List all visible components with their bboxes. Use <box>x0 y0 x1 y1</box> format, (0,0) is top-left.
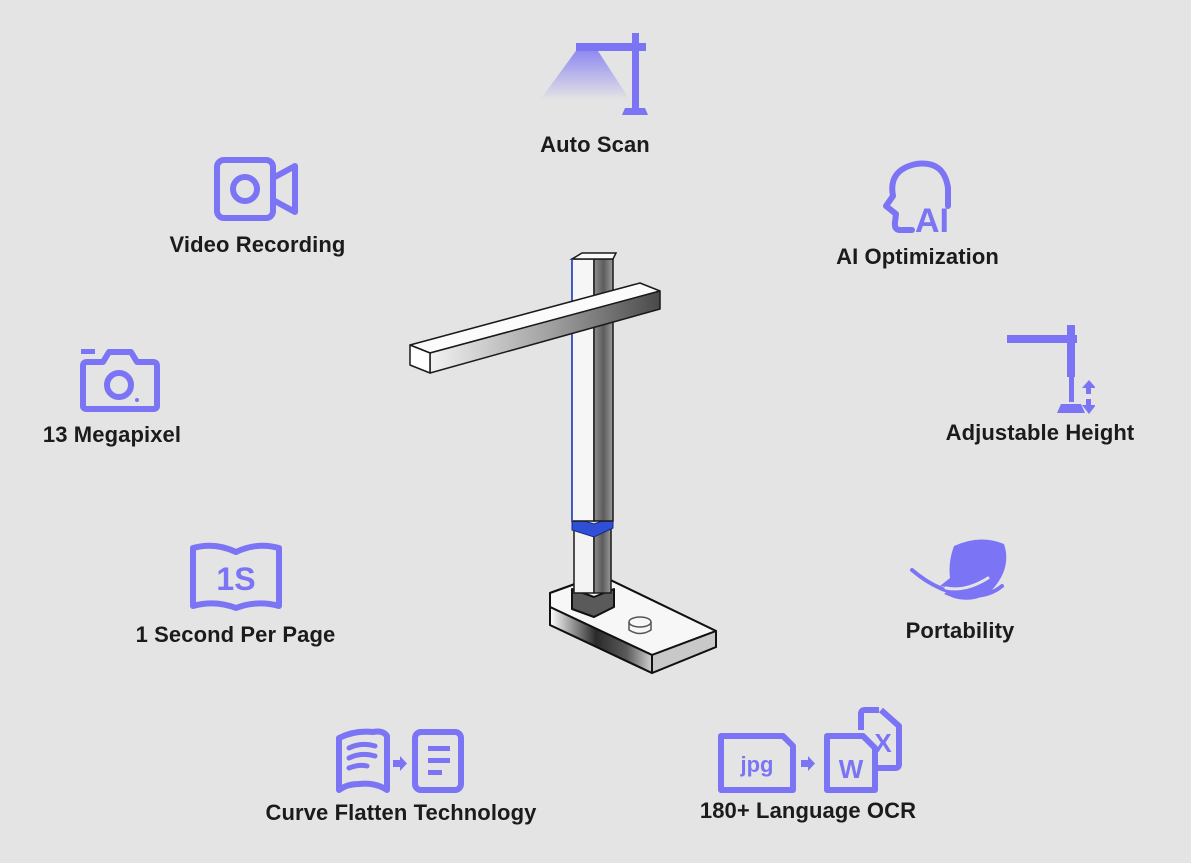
feature-label: Portability <box>905 618 1015 643</box>
scanner-lamp-icon <box>540 33 648 115</box>
feature-ocr: X jpg W 180+ Language OCR <box>688 706 928 824</box>
ai-icon-text: AI <box>915 202 949 236</box>
feature-video-recording: Video Recording <box>155 156 360 258</box>
feature-auto-scan: Auto Scan <box>530 30 660 158</box>
feature-label: AI Optimization <box>836 244 999 269</box>
open-book-icon: 1S <box>189 542 282 611</box>
curved-to-flat-page-icon <box>336 728 464 793</box>
feature-adjustable-height: Adjustable Height <box>925 322 1155 446</box>
ai-head-icon: AI <box>882 160 951 236</box>
feature-label: Curve Flatten Technology <box>265 800 537 825</box>
feature-label: Adjustable Height <box>945 420 1135 445</box>
camera-icon <box>80 349 160 412</box>
feature-label: 1 Second Per Page <box>135 622 336 647</box>
feature-one-second: 1S 1 Second Per Page <box>118 542 353 648</box>
word-icon-text: W <box>839 754 864 784</box>
feature-portability: Portability <box>885 538 1035 644</box>
document-scanner-illustration <box>409 252 717 674</box>
feature-label: 13 Megapixel <box>42 422 182 447</box>
feature-megapixel: 13 Megapixel <box>30 346 210 448</box>
feature-label: Auto Scan <box>540 132 650 157</box>
jpg-icon-text: jpg <box>740 752 774 777</box>
feature-label: Video Recording <box>169 232 346 257</box>
height-adjust-icon <box>1007 325 1095 414</box>
excel-icon-text: X <box>874 728 892 758</box>
jpg-to-word-excel-icon: X jpg W <box>718 707 902 793</box>
one-second-icon-text: 1S <box>216 561 255 597</box>
feature-ai-optimization: AI AI Optimization <box>820 158 1015 270</box>
video-camera-icon <box>213 157 298 221</box>
feature-curve-flatten: Curve Flatten Technology <box>245 726 557 826</box>
feature-icon <box>910 539 1007 600</box>
feature-label: 180+ Language OCR <box>699 798 917 823</box>
